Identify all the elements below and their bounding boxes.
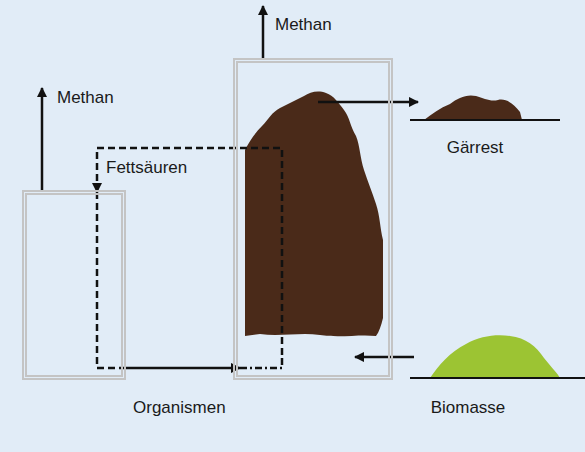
connector-line [126,367,240,370]
connector-line [240,355,282,368]
fermenter-tank: Methan [233,58,393,380]
fermenter-tank: Methan [22,190,126,380]
connector-line [355,356,414,359]
node-label: Gärrest [447,138,504,158]
flow-connector [97,192,240,368]
node-label: Biomasse [431,398,506,418]
connector-line [318,101,418,104]
flow-connector [318,102,418,103]
flow-connector [355,357,414,358]
digestate-output: Gärrest [410,86,560,160]
methane-arrow [262,6,265,58]
biomass-input: Biomasse [410,330,585,420]
digestate-pile [245,92,383,337]
edge-label: Fettsäuren [106,158,187,178]
node-label: Methan [57,88,114,108]
methane-arrow [41,88,44,190]
edge-label: Organismen [133,398,226,418]
node-label: Methan [275,15,332,35]
